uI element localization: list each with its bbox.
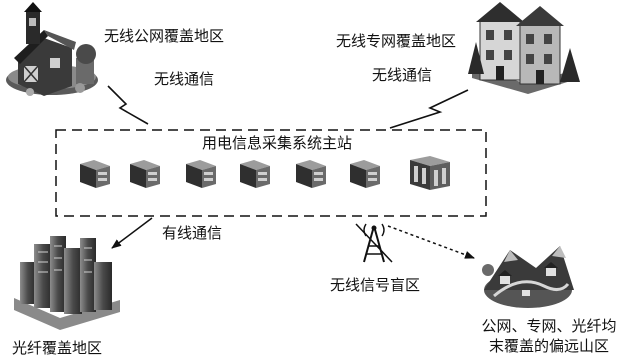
master-station-box [55,129,487,217]
label-remote-area-line2: 末覆盖的偏远山区 [488,337,609,355]
server-icon [130,160,160,188]
server-icon [186,160,216,188]
label-wired-comm: 有线通信 [162,224,223,242]
label-master-station: 用电信息采集系统主站 [202,134,353,152]
server-icon [350,160,380,188]
wireless-link-left [107,85,149,125]
label-public-network-area: 无线公网覆盖地区 [104,27,225,45]
farmhouse-icon [6,2,98,96]
label-wireless-comm-right: 无线通信 [372,66,433,84]
server-icon [80,160,110,188]
label-private-network-area: 无线专网覆盖地区 [336,32,457,50]
server-icon [296,160,326,188]
mountain-village-icon [482,246,574,308]
server-icon [240,160,270,188]
label-blind-zone: 无线信号盲区 [330,276,421,294]
label-remote-area-line1: 公网、专网、光纤均 [481,317,617,335]
townhouse-icon [468,2,580,94]
server-row [80,156,450,190]
blind-zone-link-arrow [387,225,475,259]
label-wireless-comm-left: 无线通信 [154,70,215,88]
server-rack-icon [410,156,450,190]
city-skyline-icon [14,236,120,330]
radio-tower-icon [355,223,393,263]
wired-link-arrow [111,217,153,249]
label-fiber-area: 光纤覆盖地区 [12,339,103,357]
wireless-link-right [389,89,469,129]
